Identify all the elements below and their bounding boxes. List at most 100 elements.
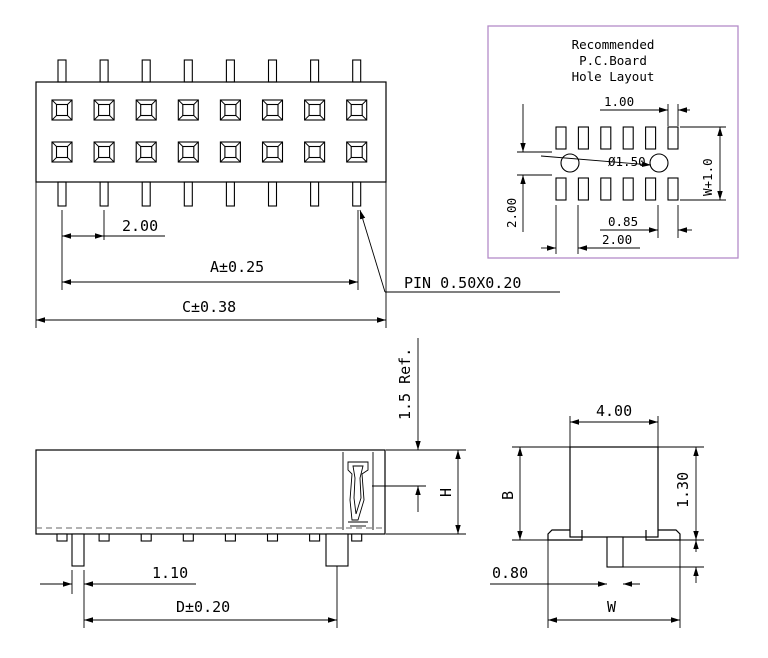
socket-chamfer	[193, 141, 199, 147]
socket-chamfer	[220, 141, 226, 147]
socket-chamfer	[319, 99, 325, 105]
socket-chamfer	[93, 157, 99, 163]
pin-top	[225, 59, 235, 83]
socket-chamfer	[177, 157, 184, 163]
socket-chamfer	[51, 115, 57, 121]
side-left-foot	[547, 529, 583, 541]
socket-chamfer	[346, 157, 352, 163]
socket-chamfer	[277, 99, 283, 105]
pcb-pad-upper	[555, 126, 567, 150]
peg-hole-right	[649, 153, 669, 173]
socket-chamfer	[235, 99, 241, 105]
front-pins	[56, 533, 363, 567]
front-pin	[309, 533, 321, 542]
socket-chamfer	[319, 157, 325, 163]
top-view: 2.00 A±0.25 C±0.38 PIN 0.50X0.20	[35, 59, 560, 328]
socket-inner	[308, 145, 321, 159]
socket-chamfer	[361, 141, 368, 147]
pcb-pad-lower	[600, 177, 612, 201]
pin-leader	[359, 209, 386, 293]
socket-chamfer	[93, 141, 99, 147]
socket-inner	[140, 145, 153, 159]
pcb-pad-upper	[577, 126, 589, 150]
socket-chamfer	[361, 157, 368, 163]
pcb-layout: Recommended P.C.Board Hole Layout 1.00 Ø…	[487, 25, 739, 259]
socket-chamfer	[346, 115, 352, 121]
socket-inner	[224, 145, 237, 159]
front-pin	[56, 533, 68, 542]
contact-spring	[347, 461, 369, 521]
socket-chamfer	[93, 99, 99, 105]
pin-top	[183, 59, 193, 83]
pin-bottom	[310, 181, 320, 207]
pcb-title-line-2: P.C.Board	[579, 53, 647, 68]
socket-chamfer	[319, 141, 325, 147]
socket-chamfer	[151, 141, 157, 147]
pin-top	[57, 59, 67, 83]
height-side-label: 1.30	[674, 472, 692, 508]
vpitch-label: 2.00	[504, 198, 519, 228]
socket-inner	[182, 145, 195, 159]
socket-chamfer	[93, 115, 99, 121]
socket-chamfer	[151, 99, 157, 105]
ref-height-label: 1.5 Ref.	[396, 348, 414, 420]
socket-chamfer	[67, 115, 73, 121]
front-peg-left	[71, 533, 85, 567]
socket-chamfer	[193, 99, 199, 105]
socket-chamfer	[361, 99, 368, 105]
socket-chamfer	[193, 115, 199, 121]
pin-bottom	[183, 181, 193, 207]
socket-inner	[266, 145, 279, 159]
socket-chamfer	[220, 115, 226, 121]
c-dim-label: C±0.38	[182, 298, 236, 316]
front-pin	[351, 533, 363, 542]
h-dim-label: H	[437, 488, 455, 497]
socket-chamfer	[220, 99, 226, 105]
pcb-pad-upper	[600, 126, 612, 150]
socket-chamfer	[235, 157, 241, 163]
hole-leader	[540, 155, 652, 167]
top-pins-lower	[57, 181, 362, 207]
pin-top	[352, 59, 362, 83]
pin-top	[99, 59, 109, 83]
socket-chamfer	[51, 99, 57, 105]
socket-chamfer	[304, 141, 310, 147]
pin-width-label: 1.10	[152, 564, 188, 582]
pin-top	[267, 59, 278, 83]
socket-chamfer	[277, 115, 283, 121]
front-pin	[182, 533, 194, 542]
pcb-title-line-1: Recommended	[572, 37, 655, 52]
socket-chamfer	[177, 141, 184, 147]
socket-chamfer	[51, 141, 57, 147]
socket-chamfer	[51, 157, 57, 163]
side-right-foot	[645, 529, 681, 541]
front-pin	[266, 533, 279, 542]
socket-chamfer	[346, 141, 352, 147]
socket-inner	[140, 103, 153, 117]
pin-top	[310, 59, 320, 83]
top-width-label: 4.00	[596, 402, 632, 420]
socket-chamfer	[235, 141, 241, 147]
side-view: 4.00 B 1.30 0.80 W	[490, 402, 704, 628]
socket-inner	[266, 103, 279, 117]
socket-inner	[182, 103, 195, 117]
b-dim-label: B	[499, 491, 517, 500]
pcb-pad-lower	[622, 177, 634, 201]
socket-inner	[224, 103, 237, 117]
hpitch-label: 2.00	[602, 232, 632, 247]
socket-inner	[98, 145, 111, 159]
socket-chamfer	[109, 157, 115, 163]
socket-chamfer	[135, 99, 142, 105]
w-dim-label: W	[607, 598, 617, 616]
socket-chamfer	[319, 115, 325, 121]
side-pin	[606, 536, 624, 568]
socket-chamfer	[109, 141, 115, 147]
pitch-label: 2.00	[122, 217, 158, 235]
socket-chamfer	[346, 99, 352, 105]
socket-chamfer	[109, 115, 115, 121]
socket-chamfer	[135, 115, 142, 121]
contact-detail	[342, 452, 374, 530]
socket-chamfer	[67, 141, 73, 147]
socket-inner	[98, 103, 111, 117]
